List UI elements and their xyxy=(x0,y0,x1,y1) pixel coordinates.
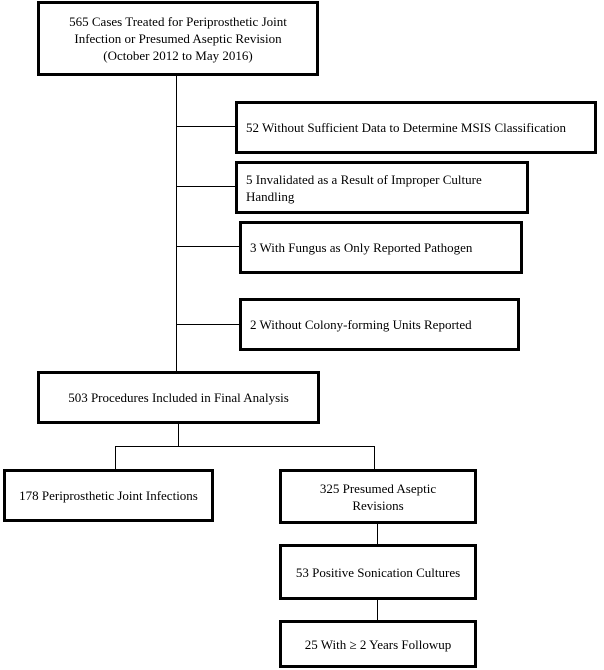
exclusion-box-fungus: 3 With Fungus as Only Reported Pathogen xyxy=(239,221,523,274)
branch-line-fungus xyxy=(176,246,240,247)
followup-text: 25 With ≥ 2 Years Followup xyxy=(304,636,452,652)
split-left-drop-line xyxy=(115,446,116,470)
split-right-drop-line xyxy=(374,446,375,470)
final-analysis-box: 503 Procedures Included in Final Analysi… xyxy=(37,371,320,424)
split-stem-line xyxy=(178,423,179,446)
exclusion-fungus-text: 3 With Fungus as Only Reported Pathogen xyxy=(250,240,473,255)
sonication-box: 53 Positive Sonication Cultures xyxy=(279,544,477,600)
aseptic-box: 325 Presumed Aseptic Revisions xyxy=(279,469,477,524)
pji-box: 178 Periprosthetic Joint Infections xyxy=(3,469,214,522)
branch-line-culture xyxy=(176,186,236,187)
exclusion-culture-text: 5 Invalidated as a Result of Improper Cu… xyxy=(246,171,482,204)
sonication-to-followup-line xyxy=(377,599,378,621)
branch-line-msis xyxy=(176,126,236,127)
exclusion-box-culture: 5 Invalidated as a Result of Improper Cu… xyxy=(235,161,529,214)
start-box-text: 565 Cases Treated for Periprosthetic Joi… xyxy=(69,14,287,63)
aseptic-text: 325 Presumed Aseptic Revisions xyxy=(319,480,437,513)
exclusion-cfu-text: 2 Without Colony-forming Units Reported xyxy=(250,317,472,332)
start-box: 565 Cases Treated for Periprosthetic Joi… xyxy=(37,1,319,76)
followup-box: 25 With ≥ 2 Years Followup xyxy=(279,620,477,668)
sonication-text: 53 Positive Sonication Cultures xyxy=(295,564,461,580)
split-horizontal-line xyxy=(115,446,375,447)
branch-line-cfu xyxy=(176,324,240,325)
exclusion-msis-text: 52 Without Sufficient Data to Determine … xyxy=(246,120,566,135)
pji-text: 178 Periprosthetic Joint Infections xyxy=(19,488,198,503)
final-analysis-text: 503 Procedures Included in Final Analysi… xyxy=(68,390,289,405)
exclusion-box-msis: 52 Without Sufficient Data to Determine … xyxy=(235,101,597,154)
exclusion-box-cfu: 2 Without Colony-forming Units Reported xyxy=(239,298,520,351)
aseptic-to-sonication-line xyxy=(377,523,378,545)
main-trunk-line xyxy=(176,75,177,371)
